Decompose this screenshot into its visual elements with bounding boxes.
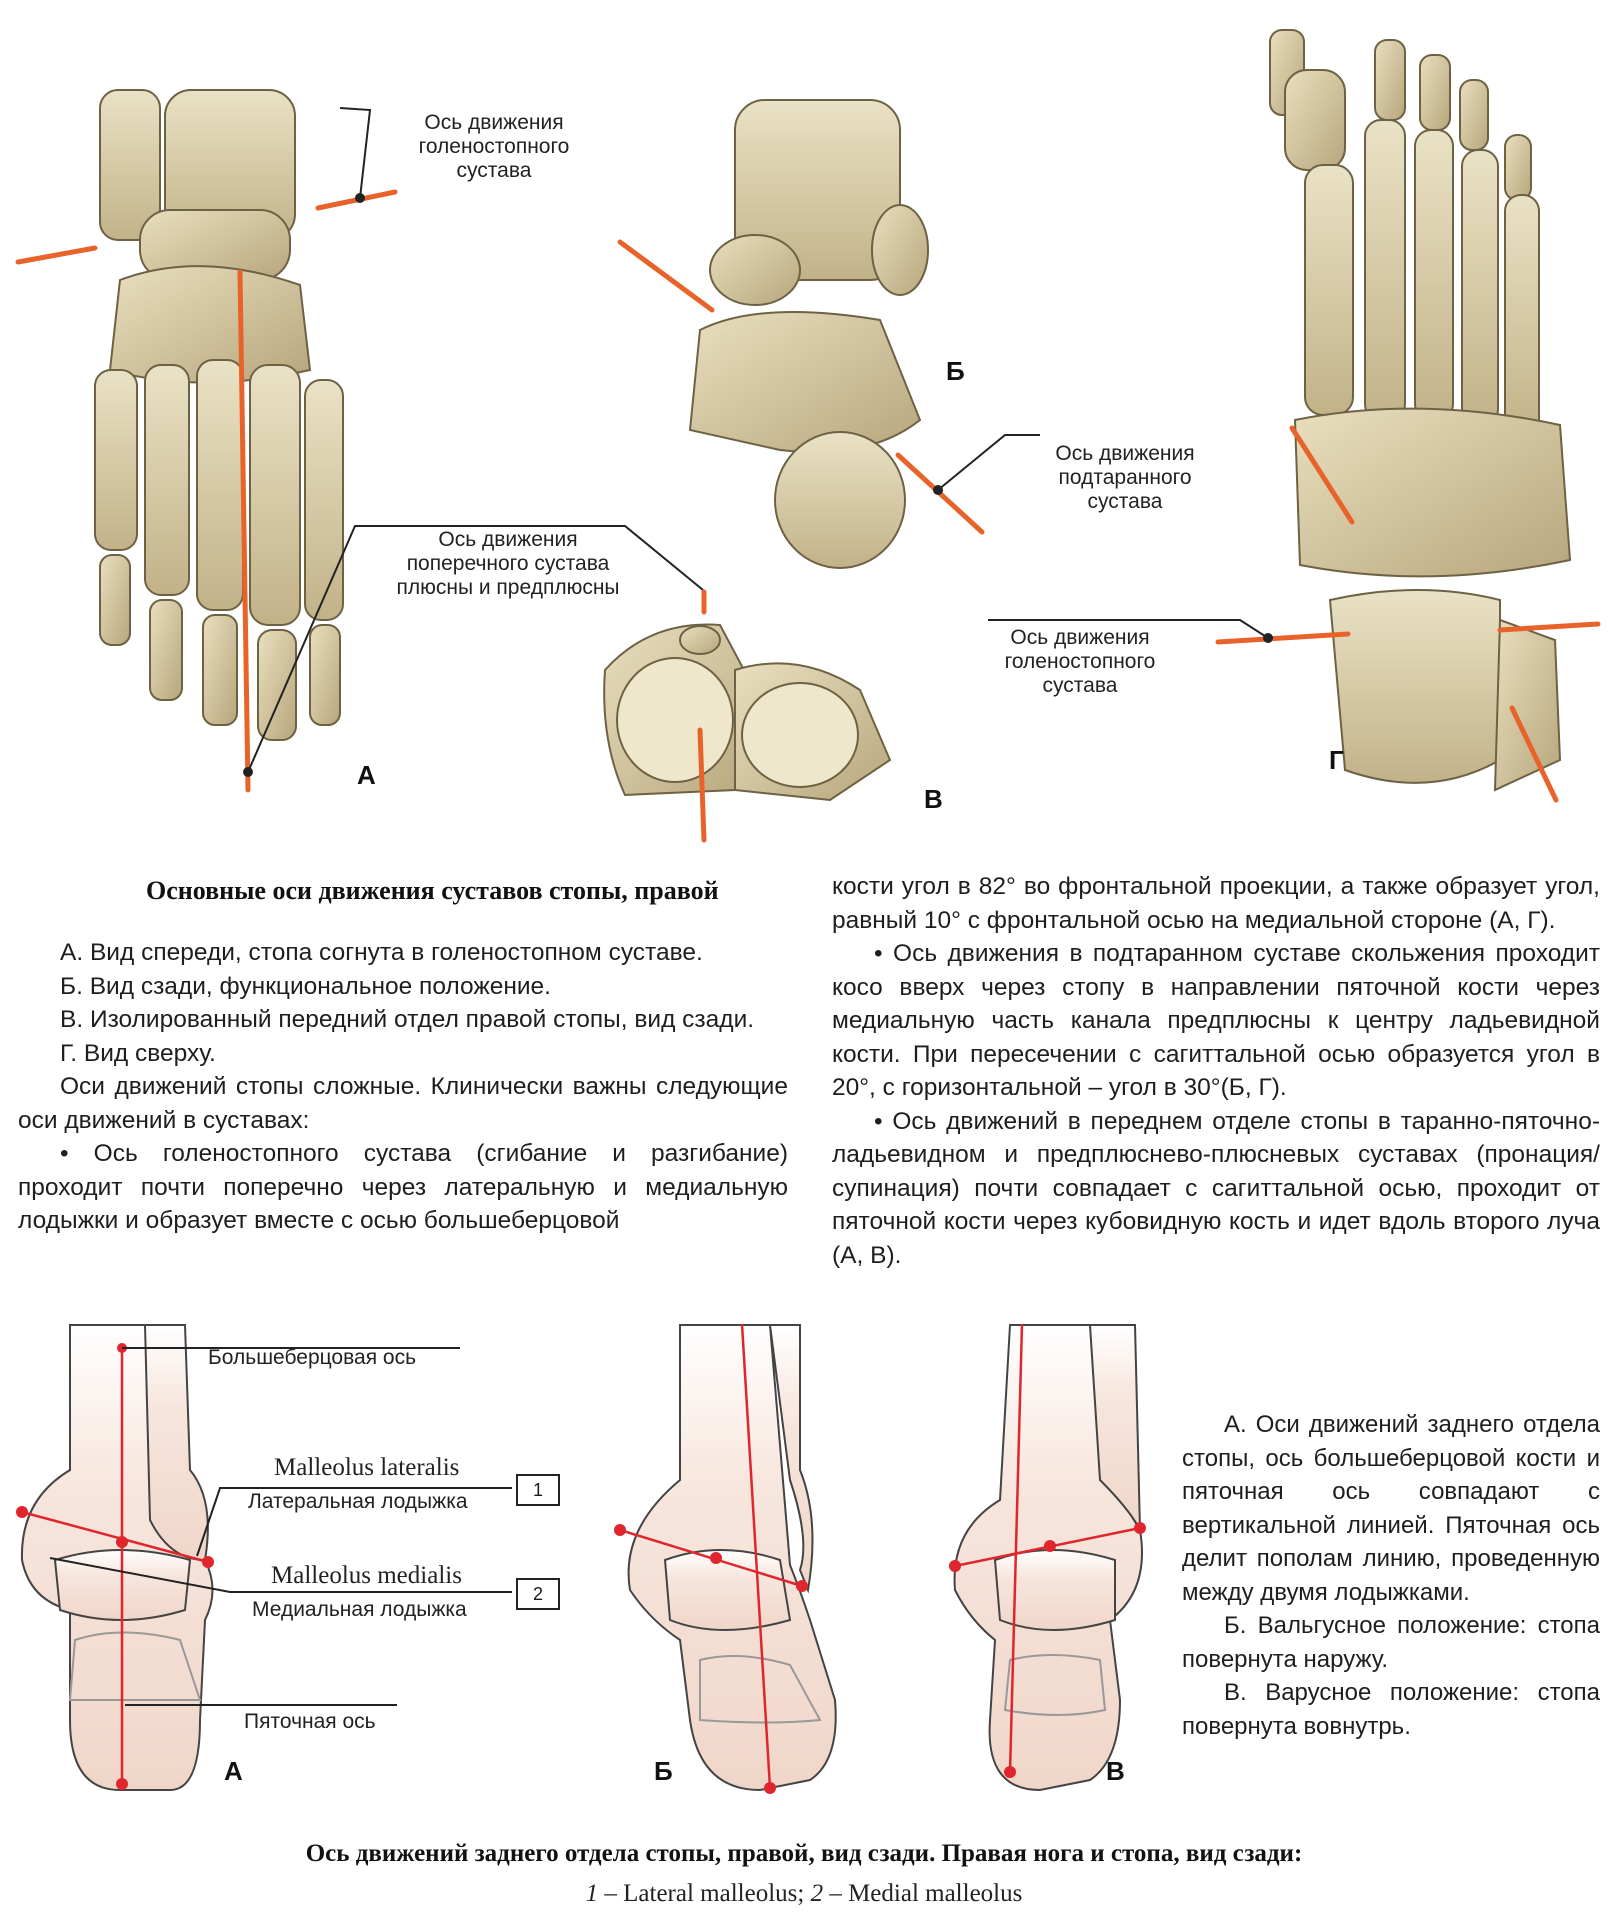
paragraph: Г. Вид сверху.: [60, 1039, 216, 1067]
callout-box-2: 2: [516, 1578, 560, 1610]
label-tibial-axis: Большеберцовая ось: [208, 1346, 417, 1369]
label-ankle-axis-g: Ось движения голеностопного сустава: [1004, 626, 1156, 697]
legend-number-2: 2: [810, 1880, 824, 1907]
panel-g-axes: [1215, 425, 1601, 803]
paragraph: А. Вид спереди, стопа согнута в голеност…: [60, 939, 703, 966]
panel-a-red-axes: [21, 1348, 209, 1784]
ankle-back-view-bones: [688, 99, 929, 569]
article-title: Основные оси движения суставов стопы, пр…: [146, 876, 719, 905]
top-figure-illustration: [15, 29, 1601, 843]
legend-number-1: 1: [585, 1880, 599, 1907]
paragraph: А. Оси движений заднего отдела стопы, ос…: [1182, 1411, 1600, 1606]
bottom-side-caption: А. Оси движений заднего отдела стопы, ос…: [1182, 1408, 1600, 1743]
panel-a-leaders: [247, 107, 704, 773]
panel-v-red-points: [949, 1522, 1146, 1778]
article-right-column: кости угол в 82° во фронтальной проекции…: [832, 870, 1600, 1272]
paragraph: Оси движений стопы сложные. Клинически в…: [18, 1073, 788, 1134]
paragraph: • Ось движения в подтаранном суставе ско…: [832, 940, 1600, 1101]
forefoot-back-view-bones: [603, 623, 892, 802]
label-calcaneal-axis: Пяточная ось: [244, 1710, 376, 1733]
foot-front-view-bones: [94, 89, 344, 741]
hindfoot-panel-v: [953, 1324, 1143, 1792]
legend-text-2: – Medial malleolus: [823, 1880, 1023, 1907]
paragraph: кости угол в 82° во фронтальной проекции…: [832, 873, 1600, 934]
label-transverse-axis: Ось движения поперечного сустава плюсны …: [396, 528, 620, 599]
hindfoot-panel-b: [627, 1324, 837, 1792]
panel-letter-a: А: [357, 760, 376, 790]
label-lateral-ru: Латеральная лодыжка: [248, 1490, 468, 1513]
panel-v-axes: [697, 589, 707, 843]
panel-letter-v: В: [924, 784, 943, 814]
bottom-panel-letter-b: Б: [654, 1756, 673, 1786]
article-left-column: А. Вид спереди, стопа согнута в голеност…: [18, 936, 788, 1238]
panel-letter-b: Б: [946, 356, 965, 386]
paragraph: В. Варусное положение: стопа повернута в…: [1182, 1679, 1600, 1740]
paragraph: Б. Вальгусное положение: стопа повернута…: [1182, 1612, 1600, 1673]
bottom-figure-legend: 1 – Lateral malleolus; 2 – Medial malleo…: [0, 1880, 1608, 1908]
panel-letter-g: Г: [1329, 745, 1344, 775]
paragraph: Б. Вид сзади, функциональное положение.: [60, 972, 551, 1000]
bottom-panel-letter-v: В: [1106, 1756, 1125, 1786]
paragraph: В. Изолированный передний отдел правой с…: [60, 1006, 755, 1033]
foot-top-view-bones: [1269, 29, 1572, 792]
hindfoot-panel-a: [20, 1324, 214, 1791]
label-ankle-axis-a: Ось движения голеностопного сустава: [418, 111, 570, 182]
callout-box-1: 1: [516, 1474, 560, 1506]
legend-text-1: – Lateral malleolus;: [598, 1880, 811, 1907]
panel-bg-leaders: [937, 434, 1269, 639]
panel-b-red-axes: [619, 1323, 803, 1789]
paragraph: • Ось голеностопного сустава (сгибание и…: [18, 1140, 788, 1234]
panel-a-red-points: [16, 1343, 214, 1790]
label-malleolus-lateralis: Malleolus lateralis: [274, 1454, 460, 1481]
panel-a-leaders: [49, 1347, 512, 1706]
label-subtalar-axis: Ось движения подтаранного сустава: [1055, 442, 1195, 513]
label-medial-ru: Медиальная лодыжка: [252, 1598, 467, 1621]
paragraph: • Ось движений в переднем отделе стопы в…: [832, 1107, 1600, 1269]
panel-v-red-axes: [954, 1323, 1141, 1773]
bottom-panel-letter-a: А: [224, 1756, 243, 1786]
panel-b-red-points: [614, 1524, 808, 1794]
label-malleolus-medialis: Malleolus medialis: [271, 1562, 462, 1589]
bottom-figure-caption: Ось движений заднего отдела стопы, право…: [305, 1840, 1303, 1867]
